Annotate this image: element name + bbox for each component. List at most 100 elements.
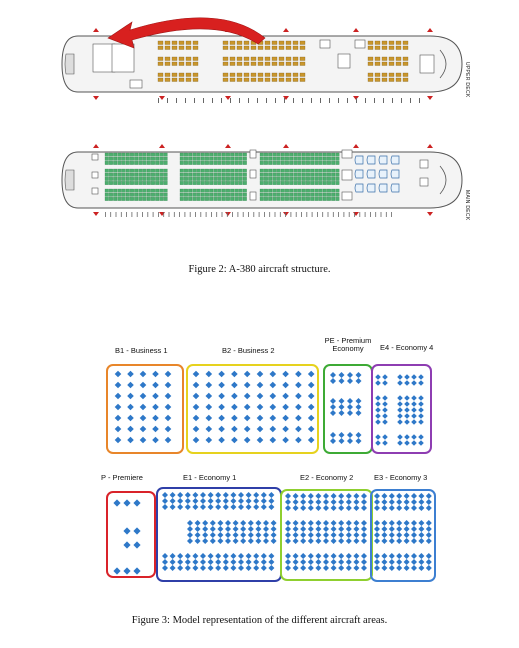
economy-seat — [264, 152, 268, 157]
seat-pe — [330, 404, 336, 410]
seat-e1 — [162, 559, 168, 565]
economy-seat — [163, 172, 168, 177]
economy-seat — [264, 188, 268, 193]
economy-seat — [125, 172, 130, 177]
seat-e3 — [403, 499, 410, 505]
seat-e4 — [375, 374, 381, 380]
economy-seat — [335, 181, 340, 185]
seat-e2 — [300, 493, 307, 499]
seat-e2 — [345, 553, 352, 559]
economy-seat — [242, 188, 247, 193]
economy-seat — [209, 181, 214, 185]
seat-b2 — [243, 403, 251, 411]
economy-seat — [155, 152, 160, 157]
economy-seat — [125, 197, 130, 201]
seat-e1 — [253, 492, 260, 498]
economy-seat — [276, 161, 281, 165]
economy-seat — [113, 161, 118, 165]
economy-seat — [142, 161, 147, 165]
seat-b2 — [243, 370, 251, 378]
main-deck-galley — [249, 149, 257, 159]
economy-seat — [209, 172, 214, 177]
seat-b2 — [256, 381, 264, 389]
row-number-tick — [253, 212, 255, 217]
seat-e1 — [222, 498, 229, 504]
economy-seat — [314, 177, 319, 181]
seat-e1 — [202, 526, 209, 532]
seat-e3 — [381, 565, 388, 571]
business-seat — [257, 45, 264, 50]
seat-e2 — [315, 493, 322, 499]
seat-pe — [330, 378, 336, 384]
main-deck-galley — [91, 187, 99, 195]
area-label-pe-line2: Economy — [332, 344, 364, 353]
economy-seat — [301, 188, 306, 193]
seat-b2 — [218, 414, 225, 422]
seat-b2 — [192, 381, 200, 389]
economy-seat — [146, 152, 151, 157]
row-number-tick — [343, 212, 345, 217]
business-seat — [292, 72, 299, 77]
economy-seat — [280, 188, 285, 193]
seat-e4 — [418, 395, 424, 401]
economy-seat — [230, 152, 235, 157]
economy-seat — [280, 168, 285, 173]
seat-e1 — [209, 532, 216, 538]
area-box-e4 — [371, 364, 432, 454]
economy-seat — [301, 181, 306, 185]
door-arrow — [427, 144, 433, 148]
row-number-tick — [320, 98, 321, 103]
economy-seat — [117, 168, 122, 173]
economy-seat — [205, 192, 209, 197]
seat-b2 — [231, 414, 238, 422]
economy-seat — [184, 188, 188, 193]
economy-seat — [230, 177, 235, 181]
seat-e3 — [381, 520, 388, 526]
business-seat — [278, 40, 285, 45]
economy-seat — [318, 192, 323, 197]
seat-b1 — [127, 381, 134, 389]
business-seat — [222, 61, 229, 66]
seat-e1 — [162, 553, 168, 559]
economy-seat — [151, 197, 155, 201]
row-number-tick — [385, 212, 387, 217]
economy-seat — [331, 156, 336, 161]
seat-b2 — [307, 403, 315, 411]
economy-seat — [301, 152, 306, 157]
economy-seat — [213, 161, 218, 165]
seat-e3 — [381, 538, 388, 544]
row-number-tick — [338, 212, 339, 217]
economy-seat — [109, 172, 113, 177]
row-number-tick — [329, 98, 330, 103]
row-number-tick — [232, 212, 233, 217]
seat-b1 — [164, 392, 172, 400]
business-seat — [171, 72, 178, 77]
main-deck-galley — [249, 169, 257, 179]
seat-e2 — [361, 499, 367, 505]
seat-e3 — [425, 553, 432, 559]
business-seat — [292, 77, 299, 82]
seat-b2 — [192, 392, 200, 400]
main-deck-nose-line — [439, 165, 447, 195]
economy-seat — [146, 197, 151, 201]
business-seat — [299, 56, 306, 61]
economy-seat — [205, 177, 209, 181]
economy-seat — [213, 181, 218, 185]
economy-seat — [297, 192, 302, 197]
business-seat — [178, 45, 185, 50]
seat-b1 — [139, 370, 147, 378]
economy-seat — [213, 172, 218, 177]
economy-seat — [242, 161, 247, 165]
seat-e1 — [200, 559, 206, 565]
seat-e2 — [338, 559, 345, 565]
seat-e1 — [225, 538, 231, 544]
seat-e3 — [388, 538, 395, 544]
business-seat — [299, 72, 306, 77]
economy-seat — [276, 156, 281, 161]
seat-e4 — [418, 434, 424, 440]
door-arrow — [427, 212, 433, 216]
seat-e1 — [207, 559, 214, 565]
seat-b2 — [218, 436, 225, 444]
business-seat — [222, 40, 229, 45]
